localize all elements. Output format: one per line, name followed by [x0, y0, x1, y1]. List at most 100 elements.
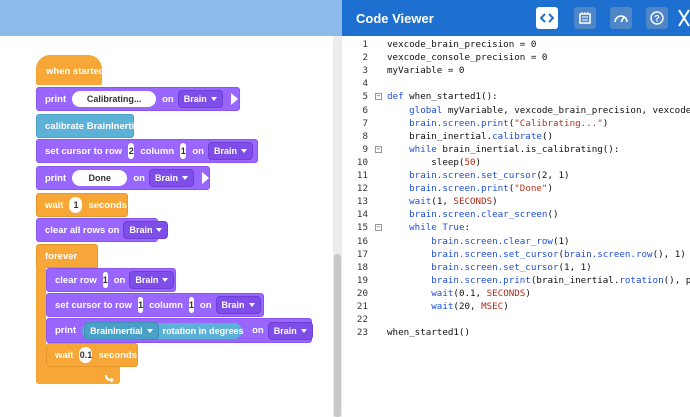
brain-dropdown[interactable]: Brain	[207, 142, 253, 160]
chevron-down-icon	[182, 176, 188, 180]
brain-dropdown[interactable]: Brain	[123, 221, 169, 239]
wait-block[interactable]: wait 0.1 seconds	[46, 343, 138, 367]
sensor-dropdown[interactable]: BrainInertial	[84, 321, 159, 340]
line-number: 4	[362, 78, 368, 90]
dashboard-icon	[614, 15, 628, 23]
when-started-block[interactable]	[36, 55, 102, 85]
loop-arrow-icon	[105, 375, 114, 383]
on-label: on	[162, 93, 174, 105]
row-input[interactable]: 1	[138, 297, 144, 313]
chevron-down-icon	[146, 328, 153, 333]
print-text-input[interactable]: Calibrating...	[72, 91, 157, 107]
calibrate-label: calibrate BrainInertial	[45, 120, 143, 132]
wait-value-input[interactable]: 0.1	[79, 347, 93, 363]
line-number: 6	[362, 104, 368, 116]
line-number: 9	[362, 143, 368, 155]
brain-dropdown[interactable]: Brain	[148, 169, 194, 187]
brain-dropdown-label: Brain	[183, 94, 207, 104]
sensor-dropdown-label: BrainInertial	[90, 325, 143, 336]
rotation-label: rotation in degrees	[162, 325, 244, 336]
expand-arrow-icon[interactable]	[230, 93, 238, 105]
help-button[interactable]: ?	[646, 7, 668, 29]
column-input[interactable]: 1	[180, 143, 187, 159]
code-viewer-title: Code Viewer	[356, 11, 434, 26]
line-number: 8	[362, 130, 368, 142]
on-label: on	[199, 299, 212, 311]
workspace-toolbar	[0, 0, 342, 36]
brain-dropdown-label: Brain	[135, 275, 159, 285]
line-number: 18	[356, 261, 368, 273]
device-button[interactable]	[574, 7, 596, 29]
chevron-down-icon	[248, 303, 255, 307]
blocks-workspace[interactable]: when started print Calibrating... on Bra…	[0, 0, 342, 417]
brain-dropdown-label: Brain	[129, 225, 153, 235]
brain-dropdown-label: Brain	[213, 146, 237, 156]
code-line: wait(20, MSEC)	[431, 301, 509, 312]
line-number: 17	[356, 248, 368, 260]
code-line: brain.screen.print("Calibrating...")	[409, 117, 609, 129]
clear-row-block[interactable]: clear row 1 on Brain	[46, 268, 176, 292]
code-view-button[interactable]	[536, 7, 558, 29]
svg-text:?: ?	[654, 14, 660, 24]
calibrate-block[interactable]: calibrate BrainInertial	[36, 114, 142, 138]
chevron-down-icon	[156, 228, 163, 232]
row-input[interactable]: 2	[128, 143, 135, 159]
fold-toggle-icon[interactable]: −	[375, 223, 382, 232]
clear-all-rows-label: clear all rows on	[45, 224, 120, 236]
device-icon	[579, 12, 591, 24]
brain-dropdown[interactable]: Brain	[267, 321, 313, 340]
code-line: def when_started1():	[387, 91, 498, 103]
fold-toggle-icon[interactable]: −	[375, 92, 382, 101]
clear-row-label: clear row	[55, 274, 97, 286]
forever-block[interactable]: forever	[36, 244, 98, 268]
code-viewer-header: Code Viewer ?	[342, 0, 690, 36]
print-block-rotation[interactable]: print BrainInertial rotation in degrees …	[46, 318, 328, 343]
chevron-down-icon	[162, 278, 169, 282]
brain-dropdown[interactable]: Brain	[129, 271, 175, 289]
expand-arrow-icon[interactable]	[202, 172, 209, 184]
workspace-scrollbar[interactable]	[333, 36, 342, 417]
line-number: 20	[356, 287, 368, 299]
line-number: 16	[356, 235, 368, 247]
seconds-label: seconds	[88, 199, 127, 211]
print-block-calibrating[interactable]: print Calibrating... on Brain	[36, 87, 240, 111]
brain-dropdown[interactable]: Brain	[215, 296, 261, 314]
line-number: 21	[356, 301, 368, 312]
line-number: 7	[362, 117, 368, 129]
column-input[interactable]: 1	[188, 297, 194, 313]
line-number: 11	[356, 170, 368, 181]
set-cursor-block[interactable]: set cursor to row 1 column 1 on Brain	[46, 293, 264, 317]
rotation-reporter[interactable]: BrainInertial rotation in degrees	[82, 321, 244, 340]
fold-toggle-icon[interactable]: −	[375, 144, 382, 153]
print-block-done[interactable]: print Done on Brain	[36, 166, 210, 190]
forever-label: forever	[45, 250, 78, 262]
print-text-input[interactable]: Done	[72, 170, 128, 186]
chevron-down-icon	[210, 97, 217, 101]
clear-all-rows-block[interactable]: clear all rows on Brain	[36, 218, 169, 242]
close-icon[interactable]	[678, 9, 690, 27]
line-number: 2	[362, 52, 368, 64]
code-icon	[540, 13, 554, 23]
brain-dropdown-label: Brain	[154, 173, 178, 183]
row-input[interactable]: 1	[102, 272, 108, 288]
code-line: brain.screen.clear_row(1)	[431, 235, 570, 247]
expand-arrow-icon[interactable]	[320, 324, 328, 337]
set-cursor-label: set cursor to row	[55, 299, 133, 311]
brain-dropdown[interactable]: Brain	[177, 90, 223, 108]
set-cursor-block[interactable]: set cursor to row 2 column 1 on Brain	[36, 139, 258, 163]
code-line: wait(1, SECONDS)	[409, 196, 498, 208]
code-line: brain.screen.print(brain_inertial.rotati…	[431, 274, 690, 286]
print-label: print	[45, 172, 67, 184]
wait-value-input[interactable]: 1	[69, 197, 83, 213]
line-number: 15	[356, 222, 368, 234]
line-number: 1	[362, 39, 368, 50]
wait-block[interactable]: wait 1 seconds	[36, 193, 128, 217]
dashboard-button[interactable]	[610, 7, 632, 29]
code-line: brain.screen.clear_screen()	[409, 209, 559, 221]
code-line: while True:	[409, 222, 471, 234]
scrollbar-thumb[interactable]	[334, 254, 341, 417]
code-line: brain.screen.set_cursor(brain.screen.row…	[431, 248, 686, 260]
code-line: when_started1()	[387, 327, 470, 339]
